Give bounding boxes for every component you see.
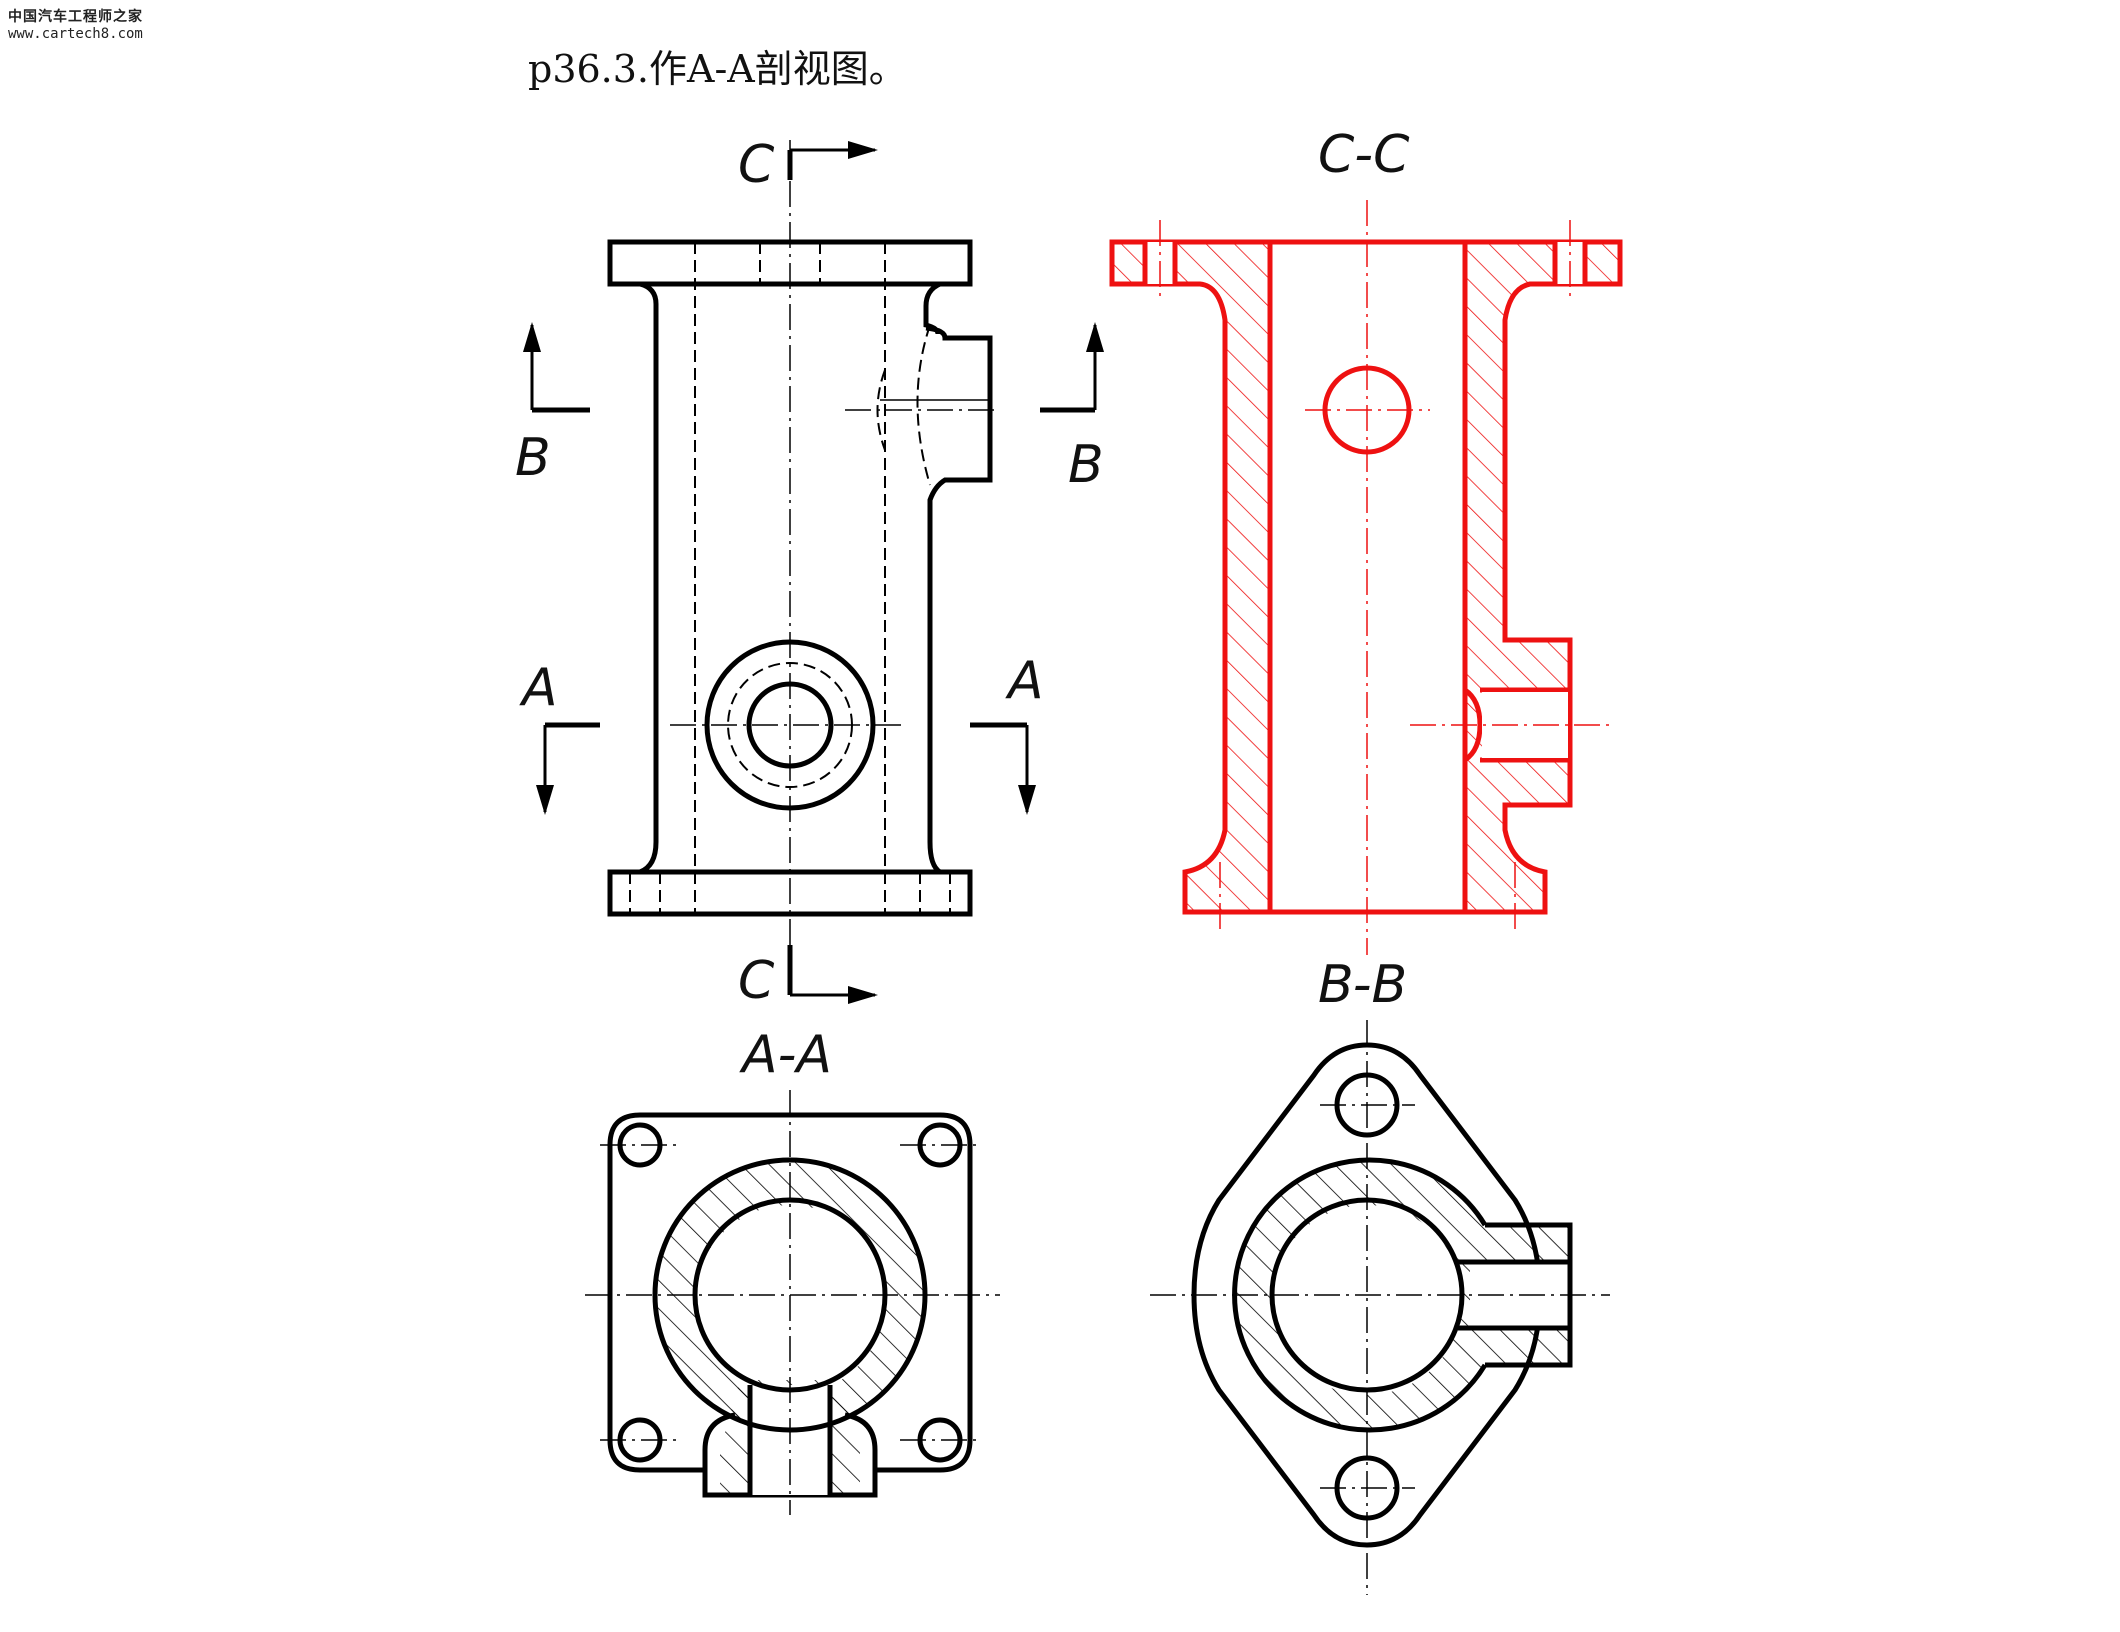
bb-boss-outline: [1485, 1222, 1573, 1368]
label-b-left: B: [515, 428, 551, 488]
front-hole-inner-circle: [746, 681, 834, 769]
aa-stem-notches: [702, 1412, 878, 1470]
cc-left-wall-hatch: [1112, 242, 1270, 912]
cc-boss-bore-curve: [1463, 687, 1483, 763]
label-a-right: A: [1005, 651, 1044, 711]
section-bb-view: B-B: [1150, 955, 1610, 1595]
front-hole-outer-circle: [704, 639, 876, 811]
label-cc: C-C: [1318, 125, 1410, 185]
section-cc-view: C-C: [1109, 125, 1623, 955]
aa-plate-outline: [607, 1112, 973, 1498]
watermark-chinese: 中国汽车工程师之家: [8, 9, 143, 25]
section-aa-view: A-A: [585, 1025, 1000, 1515]
front-body-outline: [638, 281, 993, 875]
aa-stem-bore: [747, 1385, 833, 1495]
front-bottom-flange: [607, 869, 973, 917]
bb-boss-bore: [1458, 1259, 1570, 1331]
label-bb: B-B: [1318, 955, 1407, 1015]
front-view: C C B B A A: [515, 135, 1104, 1011]
label-aa: A-A: [739, 1025, 832, 1085]
label-b-right: B: [1068, 435, 1104, 495]
label-c-bottom: C: [738, 951, 775, 1011]
label-c-top: C: [738, 135, 775, 195]
front-hole-hidden-circle: [727, 662, 853, 788]
cc-outline: [1109, 239, 1623, 915]
cc-boss-bore: [1480, 687, 1570, 763]
page-title: p36.3.作A-A剖视图。: [528, 47, 907, 91]
cc-right-wall-hatch: [1465, 242, 1620, 912]
label-a-left: A: [519, 658, 558, 718]
watermark-url: www.cartech8.com: [8, 26, 143, 42]
